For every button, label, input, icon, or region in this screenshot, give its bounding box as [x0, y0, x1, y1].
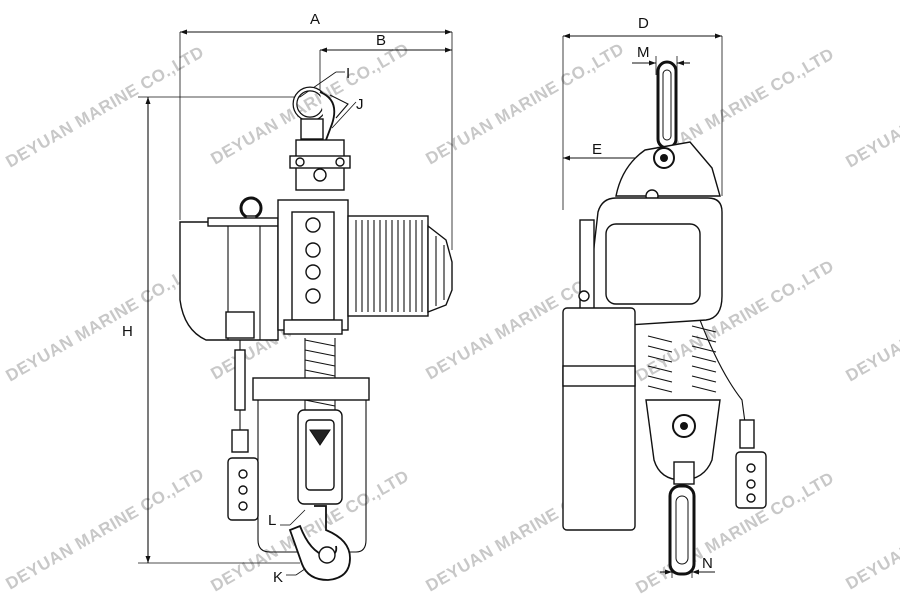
dimension-label-l: L	[268, 512, 276, 529]
dimension-label-e: E	[592, 141, 602, 158]
dimension-label-k: K	[273, 569, 283, 586]
dimension-label-h: H	[122, 323, 133, 340]
watermarks: DEYUAN MARINE CO.,LTD DEYUAN MARINE CO.,…	[3, 39, 900, 597]
dimension-label-n: N	[702, 555, 713, 572]
dimension-label-a: A	[310, 11, 320, 28]
watermark-text: DEYUAN MARINE CO.,LTD	[633, 468, 838, 597]
dimension-label-d: D	[638, 15, 649, 32]
watermark-text: DEYUAN MARINE CO.,LTD	[843, 464, 900, 593]
dimension-label-j: J	[356, 96, 364, 113]
watermark-text: DEYUAN MARINE CO.,LTD	[3, 256, 208, 385]
dimension-label-m: M	[637, 44, 650, 61]
watermark-text: DEYUAN MARINE CO.,LTD	[3, 464, 208, 593]
dimension-label-i: I	[346, 65, 350, 82]
watermark-text: DEYUAN MARINE CO.,LTD	[3, 42, 208, 171]
watermark-text: DEYUAN MARINE CO.,LTD	[843, 256, 900, 385]
watermark-text: DEYUAN MARINE CO.,LTD	[843, 42, 900, 171]
dimension-label-b: B	[376, 32, 386, 49]
